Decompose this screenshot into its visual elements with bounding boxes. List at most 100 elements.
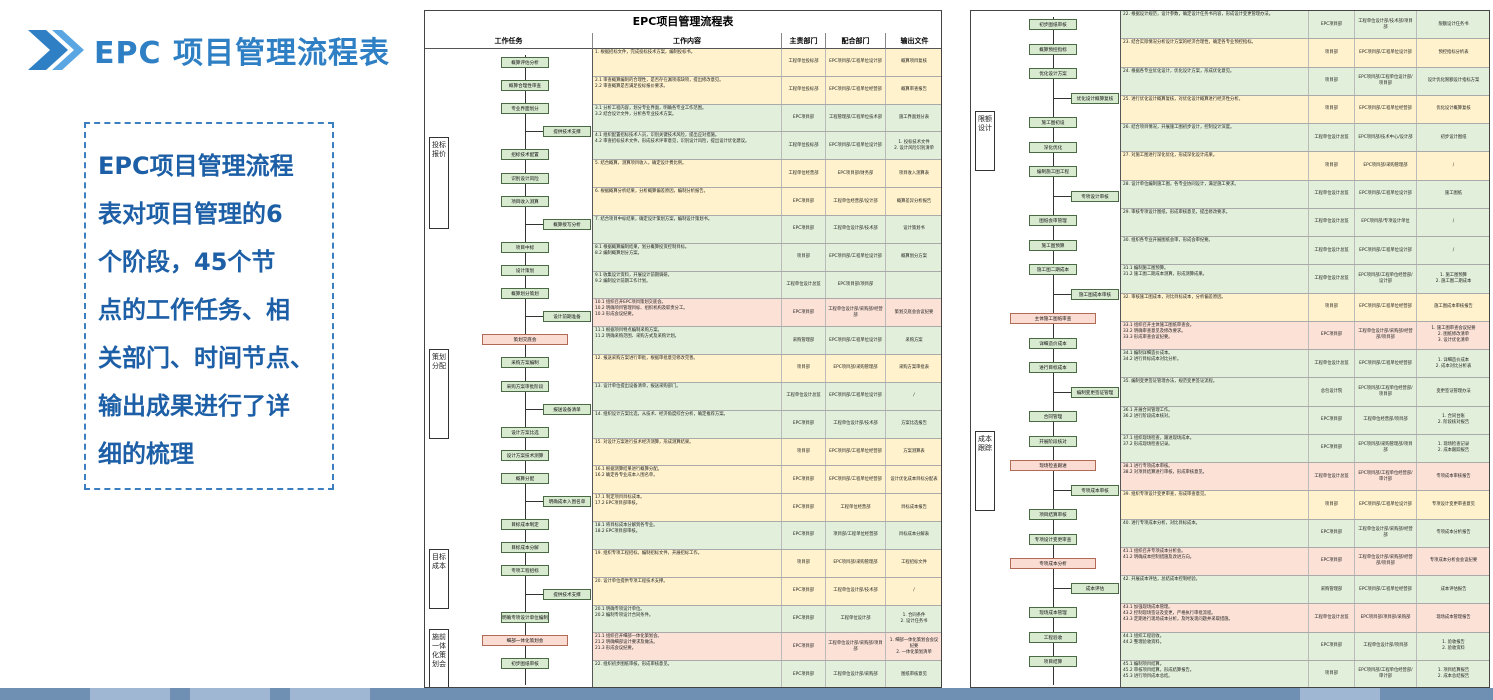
footer-bar [0,688,1493,700]
cell-content: 27. 对施工图进行深化优化，形成深化设计成果。 [1121,152,1309,180]
cell-output: / [1417,152,1489,179]
cell-main-dept: 工程单位经营部 [782,160,826,188]
cell-assist-dept: 工程单位设计部/采购部 [826,661,886,687]
table-row: 22. 根据设计规范，设计参数，确定设计任务书内容，形成设计变更管理办法。EPC… [1121,11,1489,40]
table-row: 43.1 加强现场成本管理。 43.2 控制现场签证及变更，严格执行审批流程。 … [1121,604,1489,633]
cell-main-dept: 工程单位设计总监 [1309,463,1355,491]
flow-node: 项目结算 [1029,656,1077,668]
cell-output: / [886,578,941,605]
flowchart-right: 初步图纸审核概算预控指标优化设计方案优化设计概算复核施工图初设深化优化编制施工图… [971,11,1121,687]
flow-table-left: EPC项目管理流程表 工作任务 工作内容 主责部门 配合部门 输出文件 概算评估… [424,10,942,688]
stage-label: 策划 分配 [429,349,449,439]
flow-node: 施工图预算 [1029,239,1077,251]
cell-content: 15. 对设计方案进行技术经济测算，形成测算结果。 [593,438,782,466]
cell-output: 方案测算表 [886,439,941,466]
flow-node: 提供技术支撑 [543,588,591,600]
cell-output: 成本评估报告 [1417,576,1489,603]
cell-assist-dept: EPC项目部/财务部 [826,160,886,188]
cell-content: 4.1 组织配置招标技术人员，识别关键技术风险，提出应对措施。 4.2 审查招标… [593,132,782,160]
cell-output: 专项成本审核报告 [1417,463,1489,490]
cell-assist-dept: EPC项目部/工程单位经营部/项目部 [1355,378,1417,406]
cell-content: 40. 进行专项成本分析，对比目标成本。 [1121,519,1309,547]
flow-node: 专项工程招标 [501,565,549,577]
flow-node: 编制变更签证管理 [1071,386,1119,398]
cell-output: 1. 投标技术文件 2. 设计风险识别清单 [886,132,941,159]
cell-main-dept: 工程单位设计总监 [782,382,826,410]
table-row: 7. 结合项目中标结果，确定设计策划方案，编制设计策划书。EPC项目部工程单位设… [593,215,941,244]
flow-node: 细部一体化策划会 [482,634,568,646]
cell-content: 6. 根据概算分析结果，分析概算偏差原因，编制分析报告。 [593,188,782,215]
cell-output: 图纸审核意见 [886,661,941,687]
cell-assist-dept: 工程单位设计部/采购部/经营部/项目部 [1355,321,1417,349]
cell-content: 31.1 编制施工图预算。 31.2 施工图二期成本测算，形成测算成果。 [1121,265,1309,293]
cell-main-dept: 工程单位投标部 [782,76,826,104]
cell-main-dept: 工程单位设计总监 [1309,604,1355,632]
cell-main-dept: 总包设计院 [1309,378,1355,406]
cell-main-dept: EPC项目部 [782,466,826,494]
cell-main-dept: EPC项目部 [1309,547,1355,575]
cell-output: / [1417,237,1489,264]
cell-output: 现场成本管理报告 [1417,604,1489,631]
cell-assist-dept: EPC项目部/工程单位设计部 [1355,491,1417,519]
cell-content: 26. 结合项目情况，开展施工图初步设计，控制设计深度。 [1121,124,1309,152]
cell-assist-dept: EPC项目部/采购管理部 [826,549,886,577]
table-row: 9.1 收集设计资料，开展设计前期调研。 9.2 编制设计前期工作计划。工程单位… [593,271,941,300]
cell-content: 25. 进行优化设计概算复核，对优化设计概算进行经济性分析。 [1121,95,1309,123]
cell-assist-dept: EPC项目部/采购管理部 [826,355,886,382]
stage-label: 限额 设计 [975,111,995,171]
table-row: 21.1 组织召开细部一体化策划会。 21.2 明确细部设计要求及做法。 21.… [593,633,941,662]
flow-connector [1053,391,1071,393]
column-header-assist-dept: 配合部门 [826,33,886,49]
column-header-main-dept: 主责部门 [782,33,826,49]
cell-content: 41.1 组织召开专项成本分析会。 41.2 明确成本控制措施及改进方向。 [1121,547,1309,575]
cell-main-dept: EPC项目部 [782,299,826,327]
cell-main-dept: EPC项目部 [782,104,826,132]
cell-main-dept: 工程单位设计总监 [1309,124,1355,152]
cell-output: 目标成本报告 [886,494,941,521]
flow-node: 现场成本管理 [1029,607,1077,619]
flow-connector [1053,97,1071,99]
cell-output: 施工图纸 [1417,181,1489,208]
flow-node: 专项成本审核 [1071,484,1119,496]
table-row: 36.1 开展合同管理工作。 36.2 进行阶段成本核对。EPC项目部工程单位经… [1121,406,1489,435]
cell-content: 21.1 组织召开细部一体化策划会。 21.2 明确细部设计要求及做法。 21.… [593,633,782,661]
flow-node: 主体施工图纸审查 [1010,313,1096,325]
cell-content: 16.1 根据测算结果进行概算分配。 16.2 确定各专业成本入围名单。 [593,466,782,494]
cell-output: 1. 详细造价成本 2. 成本对比分析表 [1417,350,1489,377]
cell-content: 38.1 进行专项成本审核。 38.2 对项目结算进行审核，形成审核意见。 [1121,463,1309,491]
document-title: EPC项目管理流程表 [425,11,941,34]
flow-node: 专项设计审核 [1071,190,1119,202]
cell-content: 5. 结合概算，测算项目收入，确定设计费比例。 [593,160,782,188]
cell-assist-dept: EPC项目部/工程单位设计部/项目部 [1355,67,1417,95]
cell-main-dept: 采购管理部 [1309,576,1355,604]
cell-output: 1. 施工图审查会议纪要 2. 图纸修改清单 3. 设计优化清单 [1417,322,1489,349]
cell-main-dept: EPC项目部 [782,494,826,522]
flow-node: 编制施工图工程 [1029,166,1077,178]
table-row: 4.1 组织配置招标技术人员，识别关键技术风险，提出应对措施。 4.2 审查招标… [593,132,941,161]
slide-header: EPC 项目管理流程表 [22,22,390,78]
cell-main-dept: 工程单位设计总监 [1309,237,1355,265]
table-row: 14. 组织设计方案比选，从技术、经济角度综合分析，确定推荐方案。EPC项目部工… [593,410,941,439]
cell-assist-dept: EPC项目部/项目部 [826,271,886,299]
cell-content: 13. 设计单位提出设备清单，报送采购部门。 [593,382,782,410]
cell-assist-dept: EPC项目部/工程单位经营部 [1355,293,1417,321]
cell-output: 专项成本分析报告 [1417,520,1489,547]
flow-connector [525,408,543,410]
cell-assist-dept: EPC项目部/工程单位设计部 [826,327,886,355]
flow-node: 成本评估 [1071,582,1119,594]
flow-node: 现场检查跟进 [1010,460,1096,472]
cell-output: 工程招标文件 [886,550,941,577]
flow-node: 项目结算审核 [1029,509,1077,521]
flow-node: 专业界面划分 [501,103,549,115]
flow-node: 专项设计变更审查 [1029,533,1077,545]
cell-main-dept: EPC项目部 [782,633,826,661]
